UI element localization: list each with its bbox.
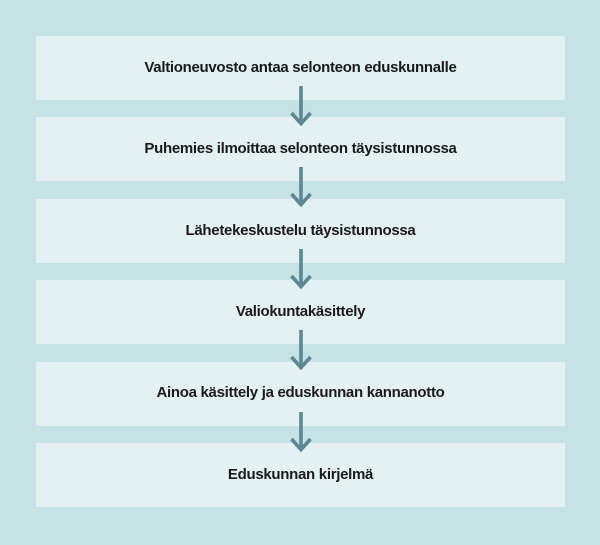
flowchart-step-6: Eduskunnan kirjelmä [36,442,565,507]
flowchart-connector-3 [36,248,565,290]
flowchart-connector-5 [36,411,565,452]
flowchart-step-4: Valiokuntakäsittely [36,280,565,345]
flowchart-step-stack: Valtioneuvosto antaa selonteon eduskunna… [36,36,565,507]
flowchart-step-3: Lähetekeskustelu täysistunnossa [36,198,565,263]
flowchart-step-1: Valtioneuvosto antaa selonteon eduskunna… [36,36,565,100]
flowchart-step-3-label: Lähetekeskustelu täysistunnossa [185,221,416,239]
flowchart-connector-4 [36,330,565,371]
flowchart-step-5: Ainoa käsittely ja eduskunnan kannanotto [36,361,565,426]
flowchart-connector-2 [36,167,565,208]
flowchart-step-5-label: Ainoa käsittely ja eduskunnan kannanotto [156,384,445,402]
flowchart-step-1-label: Valtioneuvosto antaa selonteon eduskunna… [144,58,457,76]
flowchart-step-2: Puhemies ilmoittaa selonteon täysistunno… [36,117,565,182]
flowchart-step-2-label: Puhemies ilmoittaa selonteon täysistunno… [144,140,457,158]
flowchart-step-4-label: Valiokuntakäsittely [235,302,366,320]
flowchart-connector-1 [36,86,565,127]
flowchart-step-6-label: Eduskunnan kirjelmä [227,465,374,483]
